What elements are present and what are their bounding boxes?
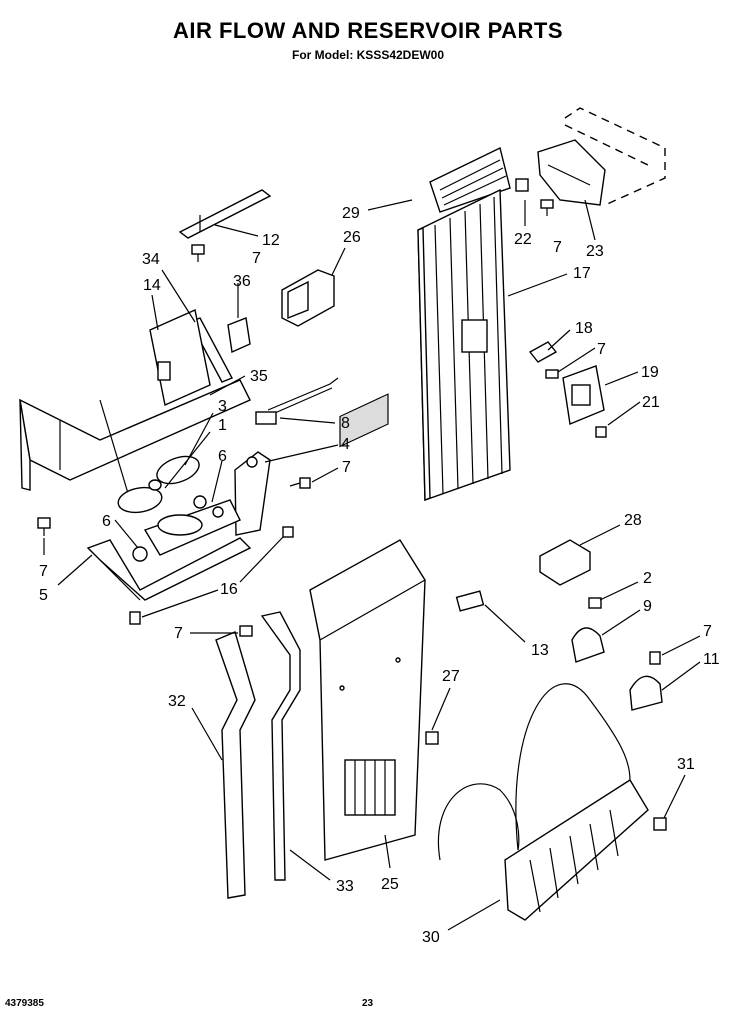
leader-lines — [43, 199, 701, 931]
part-8-harness — [255, 377, 339, 425]
part-23-bracket — [537, 139, 606, 206]
part-16-screw-a — [282, 526, 294, 538]
part-28-block — [539, 539, 591, 586]
part-14-frame — [149, 309, 211, 406]
callout-7-c: 7 — [597, 341, 606, 358]
part-30-reservoir — [437, 683, 649, 921]
callout-35: 35 — [250, 368, 268, 385]
callout-30: 30 — [422, 929, 440, 946]
part-22-cube — [515, 178, 529, 192]
callout-33: 33 — [336, 878, 354, 895]
part-31-screw — [653, 817, 667, 831]
callout-32: 32 — [168, 693, 186, 710]
part-17-duct-panel — [417, 188, 511, 502]
callout-29: 29 — [342, 205, 360, 222]
part-2-screw — [588, 597, 602, 609]
part-number: 4379385 — [5, 998, 44, 1009]
callout-1: 1 — [218, 417, 227, 434]
duct-opening — [461, 319, 488, 353]
page-number: 23 — [362, 998, 374, 1009]
callout-14: 14 — [143, 277, 161, 294]
page-title: AIR FLOW AND RESERVOIR PARTS — [172, 18, 564, 43]
callout-7-e: 7 — [39, 563, 48, 580]
callout-17: 17 — [573, 265, 591, 282]
part-18-clip — [528, 341, 558, 363]
callout-26: 26 — [343, 229, 361, 246]
callout-25: 25 — [381, 876, 399, 893]
screw-7-f — [649, 651, 661, 665]
callout-34: 34 — [142, 251, 160, 268]
part-32-bracket-arm — [215, 631, 256, 899]
callout-16: 16 — [220, 581, 238, 598]
part-3-fan-blade — [117, 455, 200, 514]
callout-7-b: 7 — [252, 250, 261, 267]
callout-5: 5 — [39, 587, 48, 604]
callout-36: 36 — [233, 273, 251, 290]
screw-7-d — [289, 477, 311, 489]
callout-13: 13 — [531, 642, 549, 659]
model-subtitle: For Model: KSSS42DEW00 — [291, 48, 445, 62]
screw-7-b — [191, 244, 205, 262]
callout-6-a: 6 — [218, 448, 227, 465]
fan-motor-assembly — [143, 495, 241, 556]
part-21-screw — [595, 426, 607, 438]
screw-7-g — [239, 625, 253, 637]
screw-7-c — [545, 369, 559, 379]
part-11-clamp — [629, 675, 663, 711]
screw-7-a — [540, 199, 554, 216]
callout-21: 21 — [642, 394, 660, 411]
callout-18: 18 — [575, 320, 593, 337]
callout-7-f: 7 — [703, 623, 712, 640]
part-4-motor-bracket — [234, 451, 271, 536]
callout-19: 19 — [641, 364, 659, 381]
screw-7-e — [37, 517, 51, 536]
callout-6-b: 6 — [102, 513, 111, 530]
callout-23: 23 — [586, 243, 604, 260]
callout-11: 11 — [703, 651, 720, 668]
part-26-duct-box — [281, 269, 335, 327]
part-27-screw — [425, 731, 439, 745]
part-16-screw-b — [129, 611, 141, 625]
callout-28: 28 — [624, 512, 642, 529]
part-29-grille — [429, 146, 511, 213]
part-12-bar — [178, 189, 272, 239]
callout-8: 8 — [341, 415, 350, 432]
part-13-connector — [455, 590, 485, 612]
part-33-gasket-strip — [260, 611, 301, 881]
callout-7-a: 7 — [553, 239, 562, 256]
callout-9: 9 — [643, 598, 652, 615]
callout-labels: 29 22 7 23 17 12 7 26 34 36 14 18 7 19 2… — [39, 205, 720, 946]
part-9-clamp — [571, 627, 605, 663]
callout-3: 3 — [218, 398, 227, 415]
housing-left — [19, 379, 251, 501]
callout-12: 12 — [262, 232, 280, 249]
callout-7-g: 7 — [174, 625, 183, 642]
part-5-mount-plate — [86, 537, 252, 601]
callout-27: 27 — [442, 668, 460, 685]
callout-22: 22 — [514, 231, 532, 248]
callout-7-d: 7 — [342, 459, 351, 476]
part-36-gasket — [227, 317, 251, 354]
part-25-rear-cover — [309, 393, 426, 861]
part-19-heater-block — [562, 365, 605, 425]
callout-4: 4 — [341, 436, 350, 453]
callout-2: 2 — [643, 570, 652, 587]
callout-31: 31 — [677, 756, 695, 773]
